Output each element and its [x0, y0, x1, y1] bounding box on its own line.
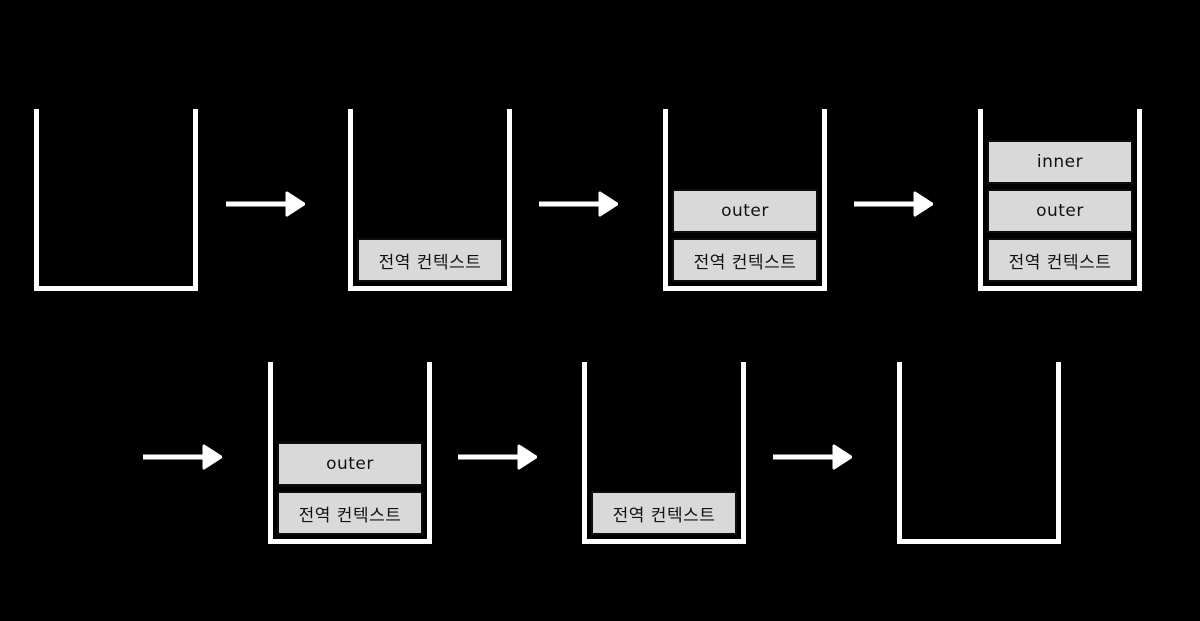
stack-5-outer: outer 전역 컨텍스트: [268, 362, 432, 544]
arrow-glyph: [226, 191, 306, 217]
stack-frame: 전역 컨텍스트: [987, 238, 1133, 282]
stack-frame: outer: [672, 189, 818, 233]
stack-frame-label: outer: [1036, 201, 1084, 221]
stack-2-global: 전역 컨텍스트: [348, 109, 512, 291]
arrow-5-icon: [457, 443, 538, 471]
arrow-glyph: [143, 444, 223, 470]
arrow-glyph: [854, 191, 934, 217]
stack-3-outer: outer 전역 컨텍스트: [663, 109, 827, 291]
stack-frame: outer: [277, 442, 423, 486]
stack-7-empty: [897, 362, 1061, 544]
arrow-4-icon: [142, 443, 223, 471]
stack-frame-label: 전역 컨텍스트: [298, 505, 402, 526]
stack-frame-label: 전역 컨텍스트: [693, 252, 797, 273]
stack-frame-label: inner: [1036, 152, 1084, 172]
stack-6-global: 전역 컨텍스트: [582, 362, 746, 544]
stack-frame-label: outer: [721, 201, 769, 221]
arrow-2-icon: [538, 190, 619, 218]
arrow-1-icon: [225, 190, 306, 218]
arrow-glyph: [539, 191, 619, 217]
stack-frame: 전역 컨텍스트: [591, 491, 737, 535]
stack-4-inner: inner outer 전역 컨텍스트: [978, 109, 1142, 291]
arrow-glyph: [773, 444, 853, 470]
arrow-3-icon: [853, 190, 934, 218]
stack-frame: 전역 컨텍스트: [277, 491, 423, 535]
stack-frame-label: 전역 컨텍스트: [1008, 252, 1112, 273]
stack-frame-label: 전역 컨텍스트: [378, 252, 482, 273]
stack-1-empty: [34, 109, 198, 291]
arrow-glyph: [458, 444, 538, 470]
stack-frame-label: outer: [326, 454, 374, 474]
stack-frame: outer: [987, 189, 1133, 233]
stack-frame: inner: [987, 140, 1133, 184]
stack-frame-label: 전역 컨텍스트: [612, 505, 716, 526]
arrow-6-icon: [772, 443, 853, 471]
stack-frame: 전역 컨텍스트: [672, 238, 818, 282]
stack-frame: 전역 컨텍스트: [357, 238, 503, 282]
